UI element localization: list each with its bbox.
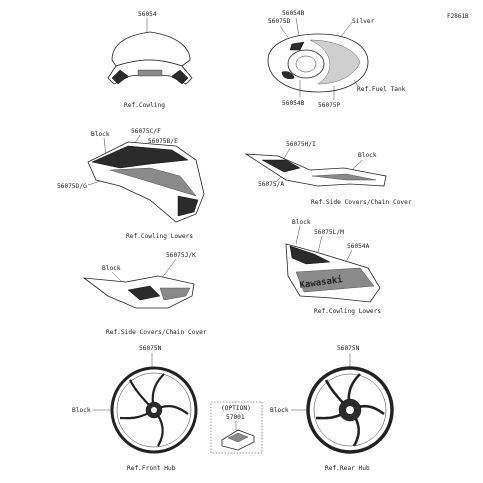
front-axle [151, 407, 157, 413]
rear-wheel-inner-rim [313, 373, 387, 447]
side-cover-decal [261, 159, 301, 173]
rear-axle [346, 406, 354, 414]
cowling-ref-label: Ref.Cowling [124, 102, 165, 109]
side-covers-chain-group: Block 56075J/K Ref.Side Covers/Chain Cov… [82, 252, 207, 336]
cowling-decal-left [111, 69, 129, 85]
tank-part-d: 56075D [268, 18, 291, 25]
cl-ref-label: Ref.Cowling Lowers [126, 233, 193, 240]
option-title: (OPTION) [221, 405, 251, 412]
lower-cowl-brand-band [295, 267, 375, 293]
leader-line [353, 79, 359, 87]
figure-code: F2861B [447, 13, 469, 20]
leader-line [317, 235, 323, 253]
cowling-decal-right [171, 69, 189, 85]
cowling-lower-decal-top [91, 145, 189, 169]
tank-silver-label: Silver [352, 18, 375, 25]
chain-cover-stripe [159, 287, 191, 301]
cowling-brand-decal [137, 69, 163, 77]
leader-line [111, 271, 123, 283]
cowling-lowers-right-group: Block 56075L/M 56054A Kawasaki Ref.Cowli… [285, 219, 381, 315]
tank-decal-top [289, 41, 305, 51]
front-wheel-group: 56075N Block Ref.Front Hub [72, 345, 198, 472]
lower-cowl-decal-top [289, 245, 331, 265]
fw-ref-label: Ref.Front Hub [127, 465, 176, 472]
fuel-cap-area [287, 49, 325, 79]
option-group: (OPTION) 57001 [210, 401, 263, 454]
rw-part-number: 56075N [337, 345, 360, 352]
option-tool-top [227, 432, 249, 443]
cowling-lower-decal-tail [177, 195, 199, 217]
lw-block-label: Block [292, 219, 311, 226]
rw-block-label: Block [270, 407, 289, 414]
tank-part-p: 56075P [318, 102, 341, 109]
cowling-lowers-group: Block 56075C/F 56075B/E 56075D/G Ref.Cow… [57, 128, 205, 240]
cowling-lower-decal-stripe [109, 167, 197, 197]
lw-ref-label: Ref.Cowling Lowers [314, 308, 381, 315]
sc-part-hi: 56075H/I [286, 141, 316, 148]
option-part-number: 57001 [226, 414, 245, 421]
tank-part-b1: 56054B [282, 10, 305, 17]
rw-ref-label: Ref.Rear Hub [325, 465, 370, 472]
side-covers-group: 56075H/I Block 56075/A Ref.Side Covers/C… [244, 141, 412, 206]
scl-block-label: Block [102, 265, 121, 272]
side-cover-stripe [311, 173, 377, 181]
fuel-tank-silver-band [309, 39, 361, 85]
leader-line [295, 225, 301, 245]
cl-part-be: 56075B/E [148, 138, 178, 145]
tank-decal-left [281, 71, 295, 79]
cl-part-cf: 56075C/F [131, 128, 161, 135]
option-box [210, 401, 263, 454]
lw-part-lm: 56075L/M [314, 229, 344, 236]
fuel-cap [295, 55, 317, 73]
scl-part-jk: 56075J/K [166, 252, 196, 259]
sc-block-label: Block [358, 152, 377, 159]
tank-ref-label: Ref.Fuel Tank [357, 86, 406, 93]
cl-block-label: Block [91, 131, 110, 138]
front-wheel-inner-rim [116, 372, 192, 448]
fw-part-number: 56075N [139, 345, 162, 352]
sc-part-a: 56075/A [258, 181, 284, 188]
tank-part-b2: 56054B [282, 100, 305, 107]
cowling-part-number: 56054 [138, 11, 157, 18]
rear-wheel-group: 56075N Block Ref.Rear Hub [270, 345, 394, 472]
chain-cover-decal [127, 285, 161, 301]
leader-line [161, 258, 177, 279]
windscreen-group: 56054 Ref.Cowling [107, 11, 193, 109]
lw-part-a: 56054A [347, 243, 370, 250]
sc-ref-label: Ref.Side Covers/Chain Cover [311, 199, 412, 206]
leader-line [279, 25, 291, 41]
cl-part-dg: 56075D/G [57, 183, 87, 190]
fw-block-label: Block [72, 407, 91, 414]
scl-ref-label: Ref.Side Covers/Chain Cover [106, 329, 207, 336]
fuel-tank-group: 56075D 56054B Silver Ref.Fuel Tank 56054… [267, 10, 406, 109]
